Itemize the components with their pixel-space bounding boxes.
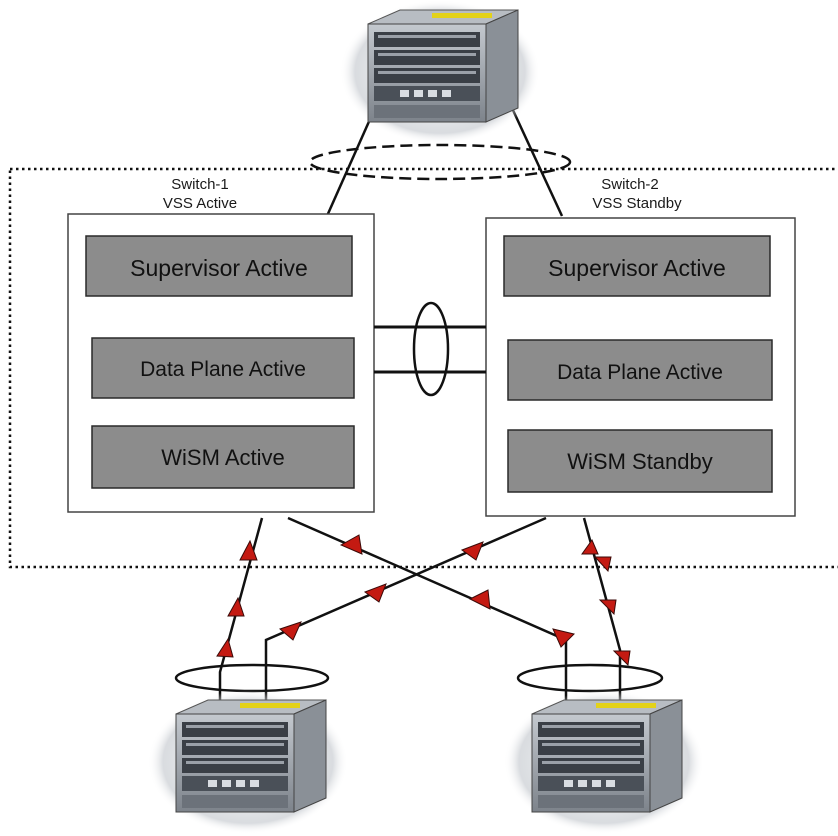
bottom-left-etherchannel — [174, 663, 330, 693]
arrow-icon — [227, 596, 245, 617]
downlink-sw2-left — [264, 516, 547, 700]
switch2-dataplane-module — [507, 339, 773, 401]
uplink-switch2 — [510, 107, 564, 217]
arrow-icon — [552, 628, 575, 648]
arrow-icon — [581, 538, 599, 555]
bottom-right-device-icon — [503, 689, 705, 835]
switch2-name: Switch-2 — [601, 176, 659, 193]
traffic-arrows — [216, 534, 631, 667]
top-etherchannel-bundle — [308, 143, 572, 181]
arrow-icon — [239, 539, 258, 561]
arrow-icon — [598, 599, 617, 616]
switch1-supervisor-label: Supervisor Active — [130, 255, 308, 281]
vsl-bundle — [412, 301, 450, 397]
switch1-dataplane-module — [91, 337, 355, 399]
switch2-wism-module — [507, 429, 773, 493]
switch1-wism-module — [91, 425, 355, 489]
arrow-icon — [278, 621, 302, 641]
arrow-icon — [468, 589, 491, 610]
bottom-right-etherchannel — [516, 663, 664, 693]
switch2-supervisor-module — [503, 235, 771, 297]
downlink-sw2-right — [582, 517, 622, 700]
arrow-icon — [363, 583, 387, 603]
switch2-supervisor-label: Supervisor Active — [548, 255, 726, 281]
downlinks — [218, 516, 622, 700]
bottom-left-device-icon — [147, 689, 349, 835]
arrow-icon — [339, 534, 363, 555]
arrow-icon — [460, 541, 484, 561]
switch2-wism-label: WiSM Standby — [567, 449, 713, 474]
switch1-wism-label: WiSM Active — [161, 445, 284, 470]
arrow-icon — [216, 637, 234, 658]
uplink-switch1 — [325, 107, 377, 217]
switch1-supervisor-module — [85, 235, 353, 297]
vss-domain-boundary — [8, 167, 838, 569]
switch2-dataplane-label: Data Plane Active — [557, 361, 723, 384]
switch1-name: Switch-1 — [171, 176, 229, 193]
top-device-icon — [339, 0, 541, 145]
switch1-role: VSS Active — [163, 195, 237, 212]
arrow-icon — [593, 556, 612, 573]
switch1-dataplane-label: Data Plane Active — [140, 358, 306, 381]
switch2-role: VSS Standby — [592, 195, 682, 212]
arrow-icon — [612, 650, 631, 667]
